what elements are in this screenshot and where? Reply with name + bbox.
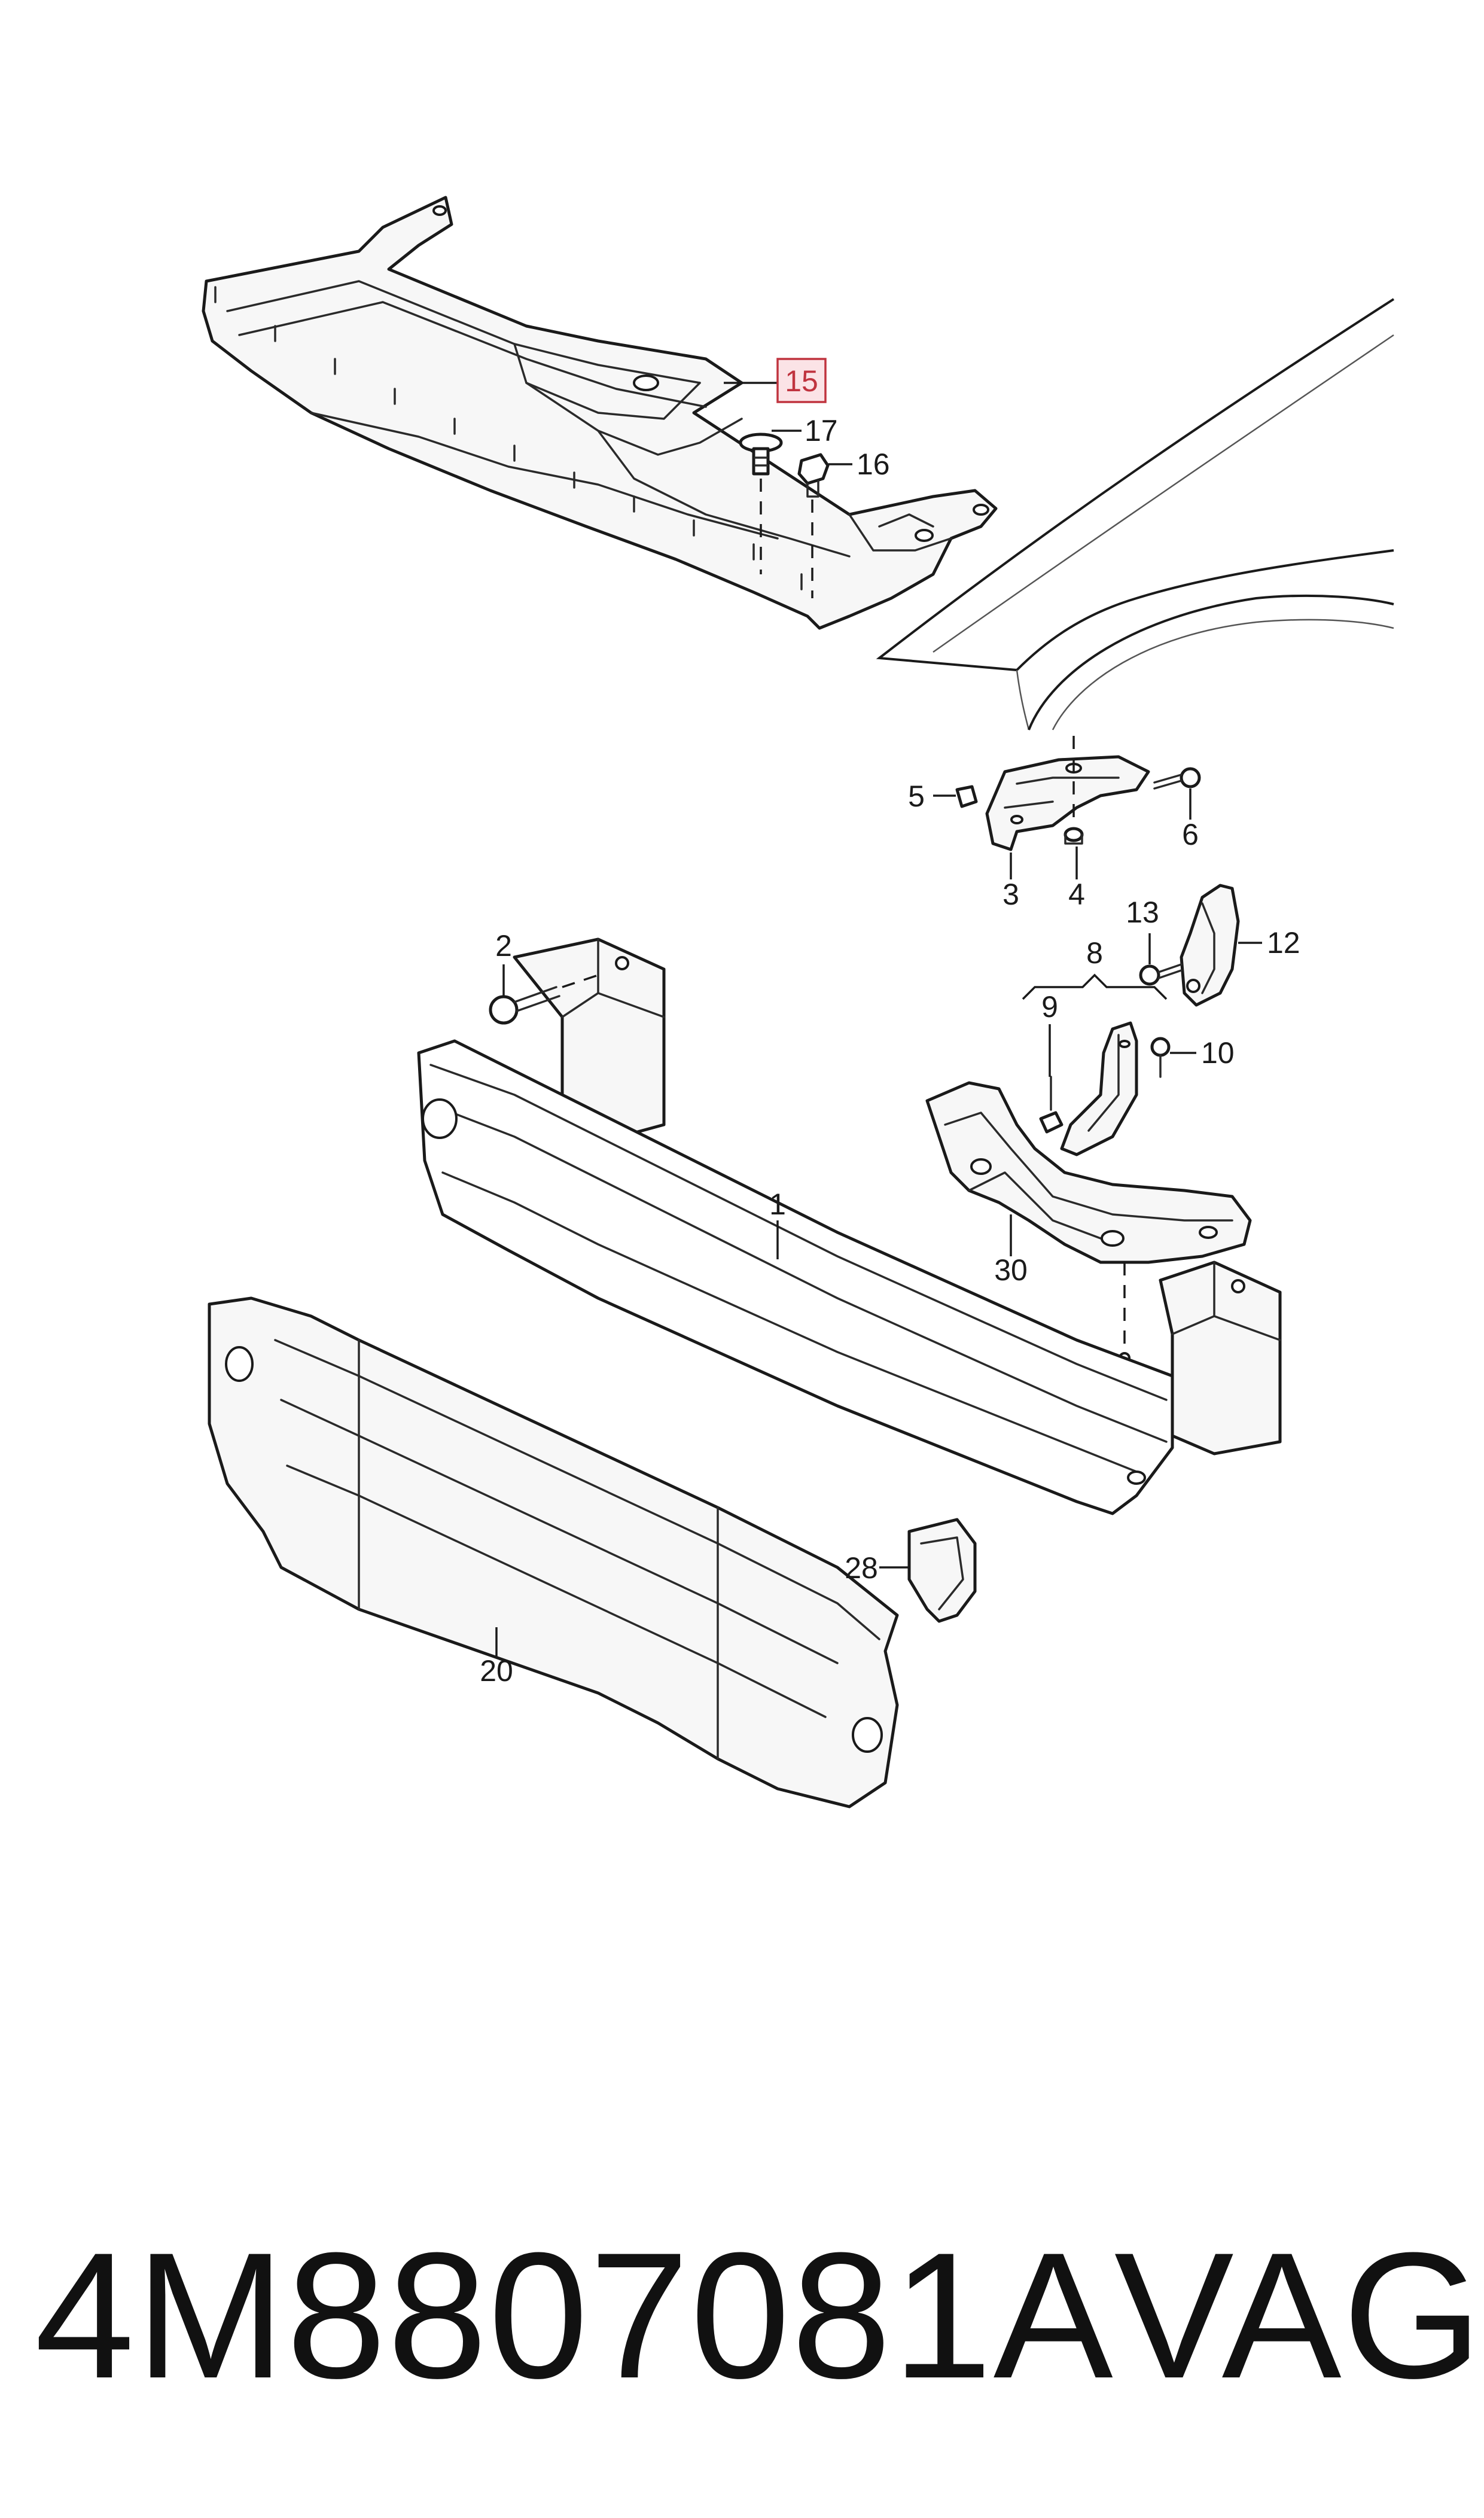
part-16-clip: [797, 453, 830, 498]
part-3-bracket: [985, 755, 1150, 851]
callout-1: 1: [769, 1188, 786, 1221]
callout-28: 28: [845, 1551, 878, 1585]
part-20-energy-absorber: [208, 1296, 899, 1808]
part-12-guide: [1180, 884, 1240, 1007]
part-2-bolt: [489, 986, 560, 1025]
part-13-screw: [1139, 963, 1183, 986]
callout-16: 16: [857, 447, 890, 481]
part-4-nut: [1064, 827, 1084, 845]
part-5-clip: [955, 785, 978, 808]
callout-3: 3: [1002, 878, 1019, 911]
callout-9: 9: [1041, 990, 1058, 1024]
part-6-screw: [1153, 767, 1201, 790]
part-number: 4M8807081A: [35, 2215, 1114, 2416]
brand-name: VAG: [1114, 2215, 1484, 2416]
callout-5: 5: [908, 780, 925, 813]
callout-4: 4: [1068, 878, 1085, 911]
fender-outline: [876, 298, 1395, 730]
part-30-carrier: [925, 1081, 1252, 1264]
part-10-screw: [1150, 1037, 1171, 1078]
part-15-upper-cover: [202, 196, 998, 630]
bracket-leader-8: [1022, 973, 1168, 1000]
callout-12: 12: [1267, 926, 1300, 960]
callout-17: 17: [805, 414, 838, 447]
part-17-rivet: [739, 433, 783, 476]
highlight-box-15: [776, 358, 827, 403]
part-28-bracket: [907, 1518, 977, 1623]
callout-10: 10: [1201, 1036, 1235, 1070]
callout-30: 30: [994, 1253, 1028, 1287]
part-1-bumper-beam: [417, 937, 1282, 1515]
callout-8: 8: [1086, 936, 1103, 970]
alignment-line-2: [562, 974, 599, 988]
callout-20: 20: [480, 1654, 513, 1688]
part-9-bolt: [1039, 1076, 1064, 1134]
part-number-caption: 4M8807081A VAG: [0, 2208, 1484, 2423]
callout-15: 15: [785, 364, 818, 398]
callout-13: 13: [1126, 896, 1159, 929]
callout-6: 6: [1182, 818, 1199, 851]
part-8-holder: [1060, 1021, 1138, 1156]
callout-2: 2: [495, 929, 512, 963]
